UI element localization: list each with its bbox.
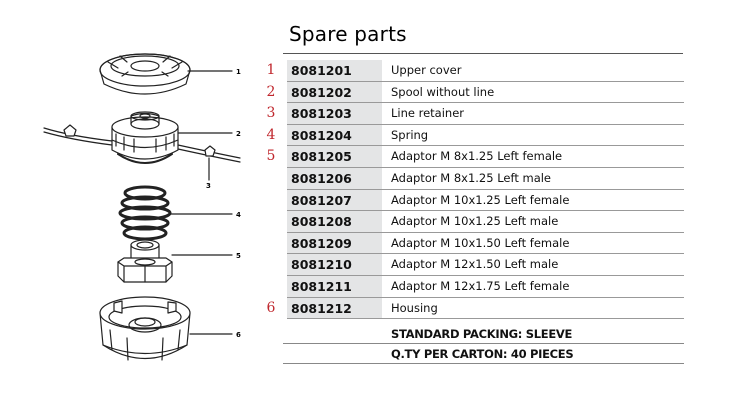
part-number	[260, 190, 282, 212]
adaptor-drawing	[117, 239, 173, 283]
part-number: 2	[266, 83, 276, 100]
table-row: 8081206 Adaptor M 8x1.25 Left male	[260, 167, 684, 190]
part-number: 1	[266, 62, 276, 78]
part-number: 4	[266, 126, 276, 143]
part-code: 8081202	[287, 81, 382, 104]
table-row: 4 8081204 Spring	[260, 124, 684, 147]
part-number	[260, 233, 282, 255]
part-number: 3	[266, 105, 276, 122]
footer-divider	[283, 343, 684, 344]
callout-2: 2	[236, 130, 241, 138]
part-number: 5	[266, 148, 276, 165]
page-title: Spare parts	[289, 22, 407, 46]
table-row: 8081208 Adaptor M 10x1.25 Left male	[260, 211, 684, 233]
callout-4: 4	[236, 211, 241, 219]
part-description: Adaptor M 10x1.25 Left male	[391, 214, 559, 229]
part-code: 8081207	[287, 189, 382, 212]
part-description: Adaptor M 12x1.50 Left male	[391, 257, 559, 272]
part-code: 8081204	[287, 124, 382, 147]
part-description: Adaptor M 10x1.25 Left female	[391, 192, 570, 207]
part-code: 8081209	[287, 232, 382, 255]
footer-divider	[283, 363, 684, 364]
callout-6: 6	[236, 331, 241, 339]
part-number	[260, 276, 282, 298]
table-row: 8081211 Adaptor M 12x1.75 Left female	[260, 275, 684, 298]
spool-drawing	[43, 111, 241, 164]
part-code: 8081212	[287, 297, 382, 320]
title-divider	[283, 53, 683, 54]
table-row: 2 8081202 Spool without line	[260, 81, 684, 104]
part-description: Adaptor M 12x1.75 Left female	[391, 278, 570, 293]
part-description: Spool without line	[391, 84, 495, 99]
part-description: Housing	[391, 300, 438, 315]
part-description: Adaptor M 10x1.50 Left female	[391, 235, 570, 250]
part-number: 6	[266, 299, 276, 316]
part-description: Line retainer	[391, 106, 465, 121]
table-row: 5 8081205 Adaptor M 8x1.25 Left female	[260, 146, 684, 168]
part-code: 8081211	[287, 275, 382, 298]
part-description: Adaptor M 8x1.25 Left female	[391, 149, 563, 164]
table-row: 8081207 Adaptor M 10x1.25 Left female	[260, 189, 684, 212]
spring-drawing	[118, 185, 172, 241]
part-description: Adaptor M 8x1.25 Left male	[391, 170, 552, 185]
part-code: 8081206	[287, 167, 382, 190]
standard-packing-text: STANDARD PACKING: SLEEVE	[391, 327, 573, 341]
carton-quantity-text: Q.TY PER CARTON: 40 PIECES	[391, 347, 574, 361]
upper-cover-drawing	[99, 53, 191, 95]
part-code: 8081201	[287, 60, 382, 82]
part-code: 8081208	[287, 211, 382, 233]
part-number	[260, 168, 282, 190]
packing-row: STANDARD PACKING: SLEEVE	[283, 324, 684, 344]
callout-5: 5	[236, 252, 241, 260]
part-description: Upper cover	[391, 63, 462, 77]
parts-table: 1 8081201 Upper cover 2 8081202 Spool wi…	[260, 60, 684, 320]
part-code: 8081205	[287, 146, 382, 168]
part-description: Spring	[391, 127, 429, 142]
part-number	[260, 254, 282, 276]
table-row: 3 8081203 Line retainer	[260, 103, 684, 125]
housing-drawing	[99, 296, 191, 361]
part-code: 8081203	[287, 103, 382, 125]
callout-1: 1	[236, 68, 241, 76]
carton-row: Q.TY PER CARTON: 40 PIECES	[283, 344, 684, 364]
callout-3: 3	[206, 182, 211, 190]
table-row: 6 8081212 Housing	[260, 297, 684, 320]
part-number	[260, 211, 282, 233]
table-row: 8081210 Adaptor M 12x1.50 Left male	[260, 254, 684, 276]
table-row: 8081209 Adaptor M 10x1.50 Left female	[260, 232, 684, 255]
part-code: 8081210	[287, 254, 382, 276]
table-row: 1 8081201 Upper cover	[260, 60, 684, 82]
exploded-parts-diagram: 1 2 3 4 5 6	[43, 53, 241, 361]
